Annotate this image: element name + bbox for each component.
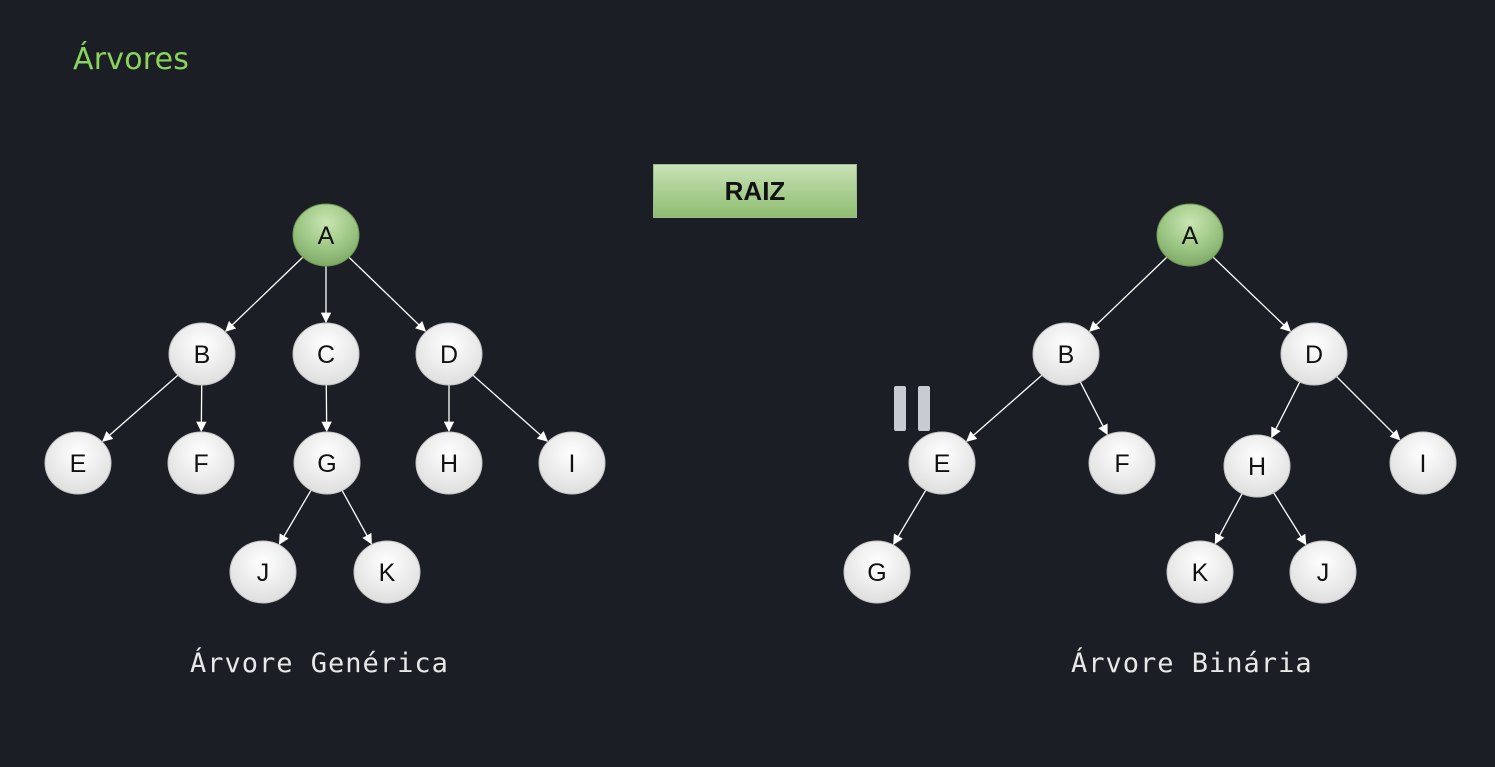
binary-node-D: D <box>1280 322 1348 386</box>
binary-node-circle-G <box>843 540 911 604</box>
binary-node-label-D: D <box>1305 341 1323 369</box>
generic-node-label-I: I <box>569 450 576 478</box>
generic-tree-caption: Árvore Genérica <box>190 648 449 679</box>
binary-node-circle-K <box>1166 540 1234 604</box>
binary-node-label-G: G <box>867 559 886 587</box>
generic-node-label-B: B <box>194 341 211 369</box>
binary-node-circle-E <box>908 431 976 495</box>
generic-node-B: B <box>168 322 236 386</box>
binary-node-circle-D <box>1280 322 1348 386</box>
generic-node-circle-E <box>44 431 112 495</box>
generic-node-circle-C <box>292 322 360 386</box>
generic-node-circle-F <box>167 431 235 495</box>
binary-edge-E-G <box>893 489 927 545</box>
generic-node-I: I <box>538 431 606 495</box>
binary-node-E: E <box>908 431 976 495</box>
binary-node-label-I: I <box>1420 450 1427 478</box>
binary-node-F: F <box>1088 431 1156 495</box>
generic-node-label-G: G <box>317 450 336 478</box>
generic-node-H: H <box>415 431 483 495</box>
generic-node-circle-H <box>415 431 483 495</box>
generic-edge-B-E <box>102 374 179 442</box>
generic-node-G: G <box>293 431 361 495</box>
binary-node-circle-A <box>1156 203 1224 267</box>
binary-edge-D-I <box>1336 376 1401 441</box>
pause-icon[interactable] <box>894 386 906 431</box>
generic-node-C: C <box>292 322 360 386</box>
binary-edge-A-D <box>1212 256 1291 332</box>
binary-node-label-F: F <box>1114 450 1129 478</box>
generic-node-circle-D <box>415 322 483 386</box>
binary-node-G: G <box>843 540 911 604</box>
generic-edge-G-K <box>341 490 372 545</box>
generic-edge-A-B <box>225 256 304 332</box>
binary-node-J: J <box>1289 540 1357 604</box>
binary-node-circle-F <box>1088 431 1156 495</box>
binary-node-K: K <box>1166 540 1234 604</box>
pause-icon-bar[interactable] <box>918 386 930 431</box>
generic-node-label-C: C <box>317 341 335 369</box>
generic-node-K: K <box>353 540 421 604</box>
binary-edge-B-F <box>1079 381 1108 436</box>
binary-edge-D-H <box>1271 381 1301 439</box>
generic-node-circle-B <box>168 322 236 386</box>
generic-node-circle-J <box>229 540 297 604</box>
generic-node-D: D <box>415 322 483 386</box>
binary-node-circle-I <box>1389 431 1457 495</box>
generic-node-A: A <box>292 203 360 267</box>
generic-node-circle-K <box>353 540 421 604</box>
binary-node-label-J: J <box>1317 559 1330 587</box>
generic-node-F: F <box>167 431 235 495</box>
binary-tree-caption: Árvore Binária <box>1071 648 1313 679</box>
binary-node-label-B: B <box>1058 341 1075 369</box>
generic-node-label-F: F <box>193 450 208 478</box>
binary-node-H: H <box>1223 434 1291 498</box>
generic-node-circle-G <box>293 431 361 495</box>
binary-edge-H-J <box>1273 492 1307 546</box>
generic-node-circle-A <box>292 203 360 267</box>
binary-node-label-A: A <box>1182 222 1199 250</box>
generic-node-label-E: E <box>70 450 87 478</box>
binary-node-label-K: K <box>1192 559 1209 587</box>
generic-node-label-A: A <box>318 222 335 250</box>
binary-edge-A-B <box>1089 256 1168 332</box>
generic-node-label-J: J <box>257 559 270 587</box>
binary-node-label-H: H <box>1248 453 1266 481</box>
binary-edge-B-E <box>966 374 1043 442</box>
generic-edge-D-I <box>472 374 549 442</box>
binary-node-circle-J <box>1289 540 1357 604</box>
generic-node-J: J <box>229 540 297 604</box>
binary-edge-H-K <box>1214 493 1243 545</box>
binary-node-circle-B <box>1032 322 1100 386</box>
raiz-label-box: RAIZ <box>653 164 857 218</box>
binary-node-circle-H <box>1223 434 1291 498</box>
generic-edge-G-J <box>278 489 312 545</box>
binary-node-label-E: E <box>934 450 951 478</box>
binary-node-A: A <box>1156 203 1224 267</box>
binary-node-I: I <box>1389 431 1457 495</box>
generic-tree: A B C D E F G H I J K <box>44 203 606 604</box>
generic-node-label-H: H <box>440 450 458 478</box>
generic-node-circle-I <box>538 431 606 495</box>
generic-node-label-K: K <box>379 559 396 587</box>
generic-node-E: E <box>44 431 112 495</box>
binary-tree: A B D E F H I G K J <box>843 203 1457 604</box>
binary-node-B: B <box>1032 322 1100 386</box>
generic-node-label-D: D <box>440 341 458 369</box>
generic-edge-A-D <box>348 256 427 332</box>
slide-title: Árvores <box>73 42 190 77</box>
